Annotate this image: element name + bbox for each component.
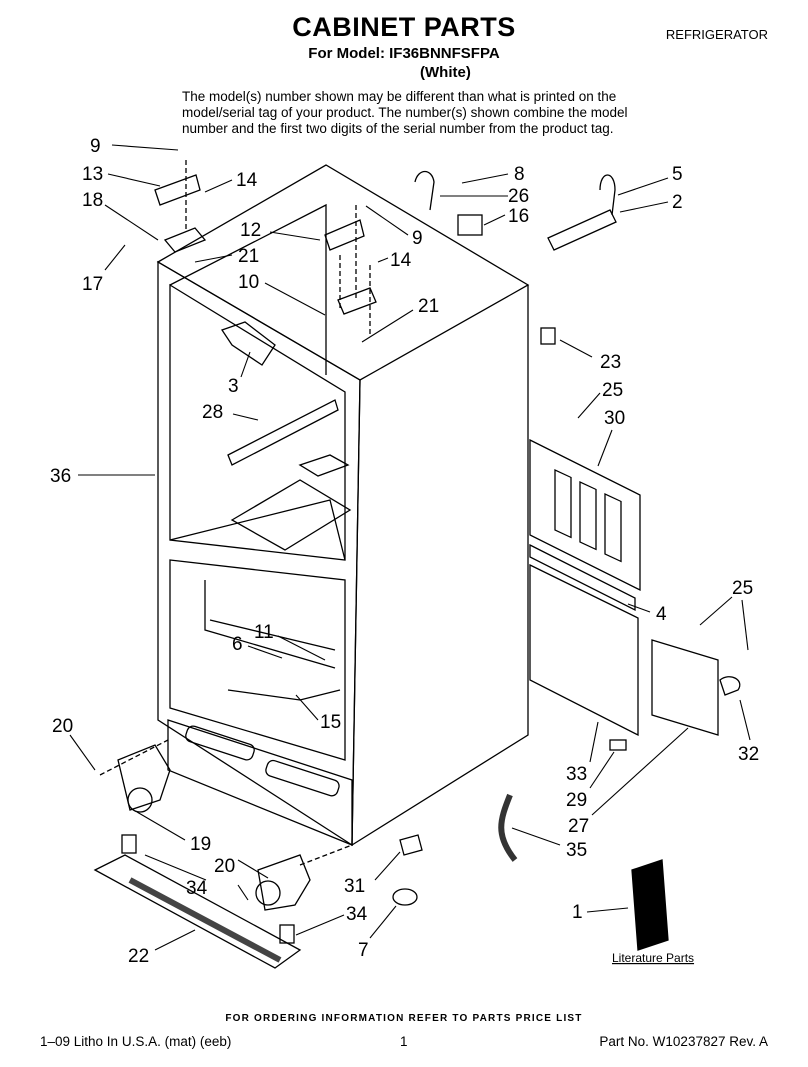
hinge-right bbox=[324, 219, 365, 251]
part-number: Part No. W10237827 Rev. A bbox=[599, 1034, 768, 1049]
callout-7: 7 bbox=[358, 940, 369, 961]
callout-21b: 21 bbox=[418, 296, 439, 317]
mounting-bracket bbox=[651, 639, 719, 736]
callout-21a: 21 bbox=[238, 246, 259, 267]
freezer-opening bbox=[169, 559, 346, 761]
model-number: For Model: IF36BNNFSFPA bbox=[308, 45, 500, 62]
callout-5: 5 bbox=[672, 164, 683, 185]
callout-25a: 25 bbox=[602, 380, 623, 401]
callout-31: 31 bbox=[344, 876, 365, 897]
tube-clip bbox=[414, 170, 435, 211]
model-note: The model(s) number shown may be differe… bbox=[182, 89, 628, 136]
callout-2: 2 bbox=[672, 192, 683, 213]
connector-29 bbox=[609, 739, 627, 751]
callout-9a: 9 bbox=[90, 136, 101, 157]
callout-15: 15 bbox=[320, 712, 341, 733]
callout-28: 28 bbox=[202, 402, 223, 423]
plug-23 bbox=[540, 327, 556, 345]
callout-34b: 34 bbox=[346, 904, 368, 925]
callout-14a: 14 bbox=[236, 170, 258, 191]
leveler-left bbox=[121, 834, 137, 854]
ordering-info: FOR ORDERING INFORMATION REFER TO PARTS … bbox=[225, 1013, 583, 1024]
rear-access-cover bbox=[529, 438, 641, 592]
callout-17: 17 bbox=[82, 274, 103, 295]
clamp-32 bbox=[719, 676, 741, 696]
callout-18: 18 bbox=[82, 190, 103, 211]
callout-6: 6 bbox=[232, 634, 243, 655]
lower-cover bbox=[529, 563, 639, 737]
callout-35: 35 bbox=[566, 840, 587, 861]
callout-11: 11 bbox=[254, 622, 274, 643]
product-category: REFRIGERATOR bbox=[665, 27, 768, 42]
lower-kickplate bbox=[167, 719, 353, 846]
callout-22: 22 bbox=[128, 946, 149, 967]
callout-36: 36 bbox=[50, 466, 71, 487]
page-number: 1 bbox=[400, 1034, 408, 1049]
callout-34a: 34 bbox=[186, 878, 208, 899]
gasket-strip bbox=[529, 543, 636, 612]
base-grille bbox=[93, 854, 302, 969]
callout-10: 10 bbox=[238, 272, 259, 293]
callout-30: 30 bbox=[604, 408, 625, 429]
model-color: (White) bbox=[420, 64, 471, 81]
callout-29: 29 bbox=[566, 790, 587, 811]
callout-27: 27 bbox=[568, 816, 589, 837]
front-roller-left bbox=[117, 744, 171, 811]
callout-33: 33 bbox=[566, 764, 587, 785]
callout-8: 8 bbox=[514, 164, 525, 185]
callout-14b: 14 bbox=[390, 250, 412, 271]
callout-4: 4 bbox=[656, 604, 667, 625]
literature-parts-label: Literature Parts bbox=[612, 951, 694, 965]
callout-13: 13 bbox=[82, 164, 103, 185]
front-roller-right bbox=[257, 854, 311, 911]
hinge-left bbox=[154, 174, 201, 206]
page-title: CABINET PARTS bbox=[292, 12, 516, 42]
cabinet-top bbox=[156, 164, 530, 381]
clamp-31 bbox=[399, 834, 423, 856]
footer-litho: 1–09 Litho In U.S.A. (mat) (eeb) bbox=[40, 1034, 232, 1049]
callout-19: 19 bbox=[190, 834, 211, 855]
callout-20a: 20 bbox=[52, 716, 73, 737]
crisper-pan-outline bbox=[230, 479, 352, 551]
callout-12: 12 bbox=[240, 220, 261, 241]
callout-1: 1 bbox=[572, 902, 583, 923]
cabinet-side bbox=[351, 285, 529, 847]
control-housing bbox=[220, 321, 276, 366]
callout-9b: 9 bbox=[412, 228, 423, 249]
callout-20b: 20 bbox=[214, 856, 235, 877]
callout-25b: 25 bbox=[732, 578, 753, 599]
callout-32: 32 bbox=[738, 744, 759, 765]
callout-16: 16 bbox=[508, 206, 529, 227]
callout-3: 3 bbox=[228, 376, 239, 397]
callout-23: 23 bbox=[600, 352, 621, 373]
shelf-rail bbox=[227, 399, 339, 466]
seal-7 bbox=[392, 888, 418, 906]
cabinet-front bbox=[157, 260, 361, 847]
literature-booklet bbox=[631, 859, 669, 951]
connector-16 bbox=[457, 214, 483, 236]
callout-26: 26 bbox=[508, 186, 529, 207]
water-tube bbox=[547, 209, 617, 251]
